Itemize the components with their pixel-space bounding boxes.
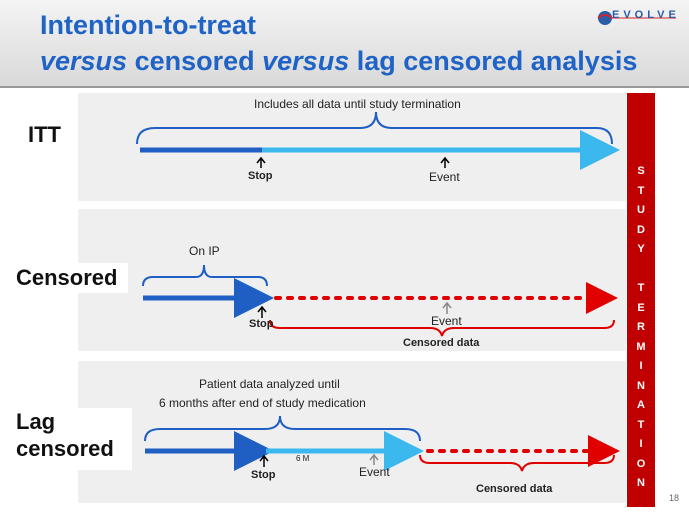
- title-line-2: versus censored versus lag censored anal…: [40, 46, 637, 77]
- termination-letter: R: [637, 321, 645, 333]
- termination-letter: S: [637, 165, 645, 177]
- slide-header: Intention-to-treat versus censored versu…: [0, 0, 689, 88]
- row-label-censored: Censored: [16, 263, 128, 293]
- censored-data-brace: [269, 319, 615, 337]
- censored-stop-label: Stop: [249, 318, 274, 330]
- lag-brace-label-line2: 6 months after end of study medication: [159, 396, 366, 410]
- itt-event-label: Event: [429, 170, 460, 184]
- termination-letter: O: [636, 457, 646, 470]
- itt-brace: [136, 111, 613, 145]
- termination-letter: N: [637, 477, 645, 489]
- termination-letter: E: [637, 301, 645, 314]
- lag-stop-arrow-icon: [259, 454, 269, 467]
- title-lag-censored: lag censored analysis: [349, 46, 638, 76]
- title-versus-2: versus: [262, 46, 350, 76]
- row-label-lag-line1: Lag: [16, 409, 56, 434]
- page-number: 18: [669, 493, 680, 503]
- censored-data-label: Censored data: [403, 337, 480, 349]
- termination-letter: Y: [637, 243, 645, 255]
- row-label-lag: Lag censored: [16, 408, 132, 470]
- censored-brace: [142, 264, 268, 287]
- lag-stop-label: Stop: [251, 469, 276, 481]
- lag-event-arrow-icon: [369, 453, 379, 465]
- termination-letter: T: [637, 184, 645, 197]
- censored-event-label: Event: [431, 314, 462, 328]
- title-line-1: Intention-to-treat: [40, 10, 256, 40]
- evolve-logo-icon: [597, 11, 676, 25]
- title-versus-1: versus: [40, 46, 128, 76]
- itt-brace-label: Includes all data until study terminatio…: [254, 97, 461, 111]
- itt-stop-arrow-icon: [256, 156, 266, 168]
- lag-brace: [144, 415, 421, 442]
- termination-letter: I: [639, 360, 643, 372]
- panel-itt: [78, 93, 626, 201]
- termination-letter: D: [637, 223, 645, 236]
- row-label-lag-line2: censored: [16, 436, 114, 461]
- title-censored: censored: [127, 46, 263, 76]
- lag-censored-data-brace: [419, 454, 615, 472]
- termination-letter: T: [637, 418, 645, 431]
- itt-stop-label: Stop: [248, 170, 273, 182]
- panel-lag: [78, 361, 626, 503]
- lag-event-label: Event: [359, 465, 390, 479]
- censored-event-arrow-icon: [442, 301, 452, 314]
- logo-text: EVOLVE: [612, 9, 680, 21]
- termination-letter: T: [637, 282, 645, 294]
- termination-letter: A: [637, 399, 645, 411]
- lag-period-label: 6 M: [296, 454, 310, 463]
- lag-brace-label-line1: Patient data analyzed until: [199, 377, 340, 391]
- row-label-itt: ITT: [24, 122, 65, 148]
- lag-censored-data-label: Censored data: [476, 483, 553, 495]
- censored-stop-arrow-icon: [257, 305, 267, 318]
- itt-event-arrow-icon: [440, 156, 450, 168]
- termination-letter: I: [639, 438, 643, 450]
- termination-letter: N: [637, 379, 645, 392]
- censored-brace-label: On IP: [189, 244, 220, 258]
- termination-letter: M: [636, 340, 646, 353]
- termination-letter: U: [637, 204, 645, 216]
